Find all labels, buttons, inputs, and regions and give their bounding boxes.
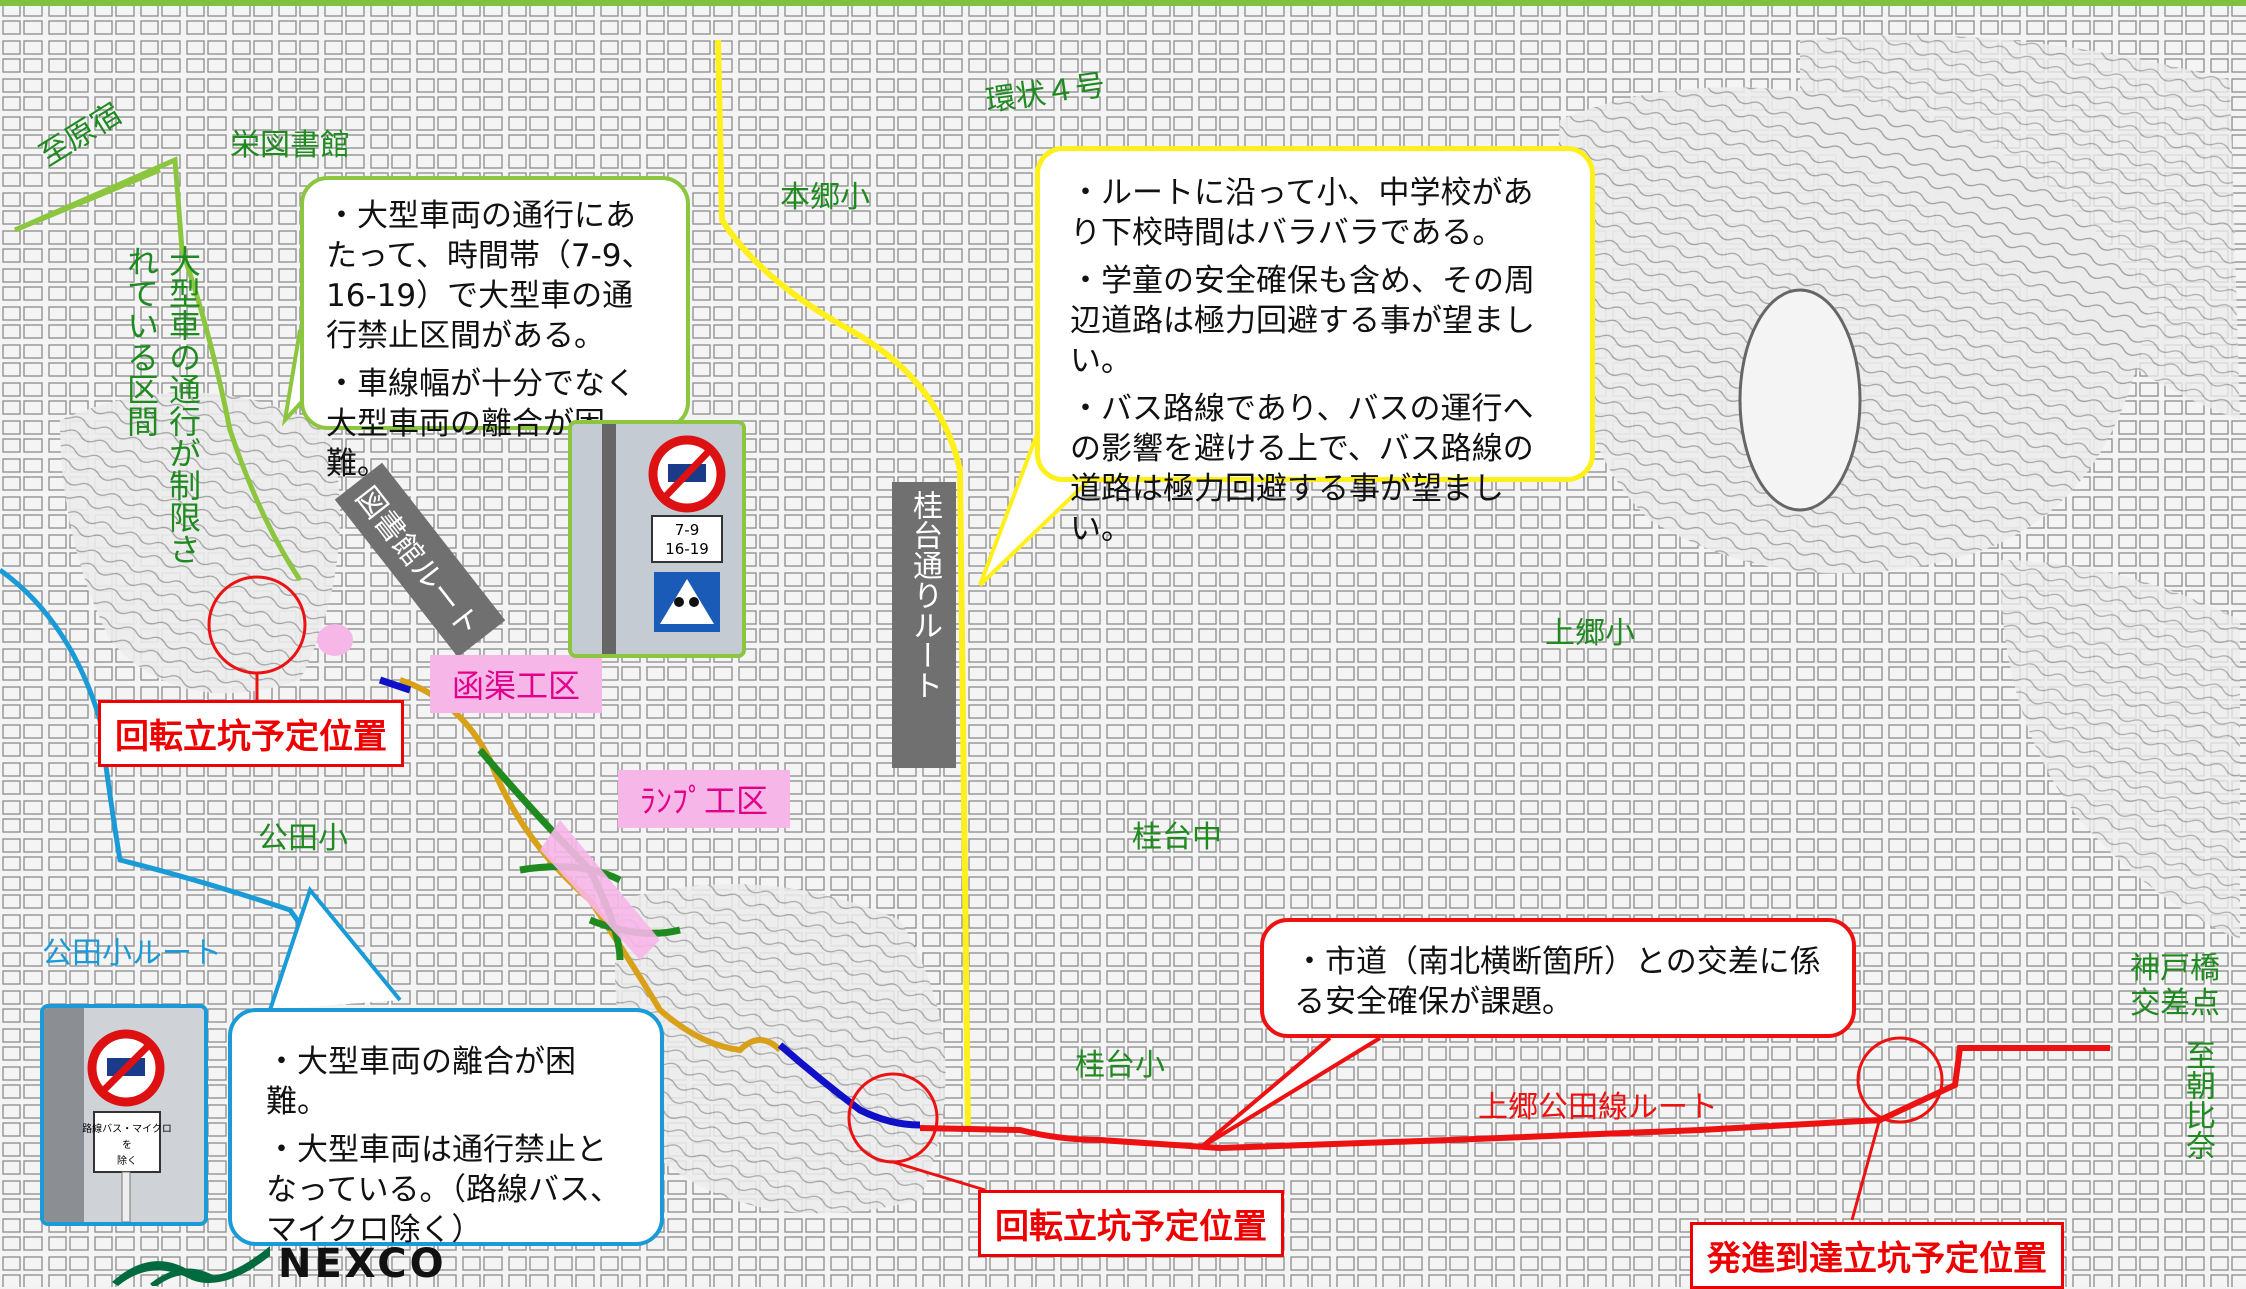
sakae-library-label: 栄図書館 [230, 128, 350, 163]
hill-area [60, 392, 340, 694]
shaft-circle-right [1856, 1036, 1944, 1124]
svg-text:除く: 除く [117, 1154, 137, 1167]
kuden-callout: ・大型車両の離合が困難。 ・大型車両は通行禁止となっている。（路線バス、マイクロ… [228, 1008, 664, 1248]
kuden-callout-text-2: ・大型車両は通行禁止となっている。（路線バス、マイクロ除く） [266, 1132, 621, 1248]
kobebashi-label-2: 交差点 [2130, 986, 2220, 1021]
katsuradai-callout-text-1: ・ルートに沿って小、中学校があり下校時間はバラバラである。 [1070, 175, 1534, 251]
svg-text:路線バス・マイクロ: 路線バス・マイクロ [82, 1122, 172, 1135]
katsuradai-callout-text-2: ・学童の安全確保も含め、その周辺道路は極力回避する事が望ましい。 [1070, 263, 1535, 379]
stadium [1738, 288, 1862, 512]
restricted-area-label: 大型車の通行が制限されている区間 [122, 245, 202, 565]
nexco-logo-mark-icon [112, 1246, 270, 1286]
blue-route-line [777, 1042, 921, 1129]
kuden-route-label: 公田小ルート [42, 936, 222, 971]
library-point [317, 624, 353, 656]
kuden-callout-pointer [268, 885, 402, 1011]
kuden-sign-photo: 路線バス・マイクロ を 除く [40, 1004, 208, 1226]
hill-area [2000, 560, 2240, 940]
kamigo-elementary-label: 上郷小 [1545, 616, 1635, 651]
library-callout: ・大型車両の通行にあたって、時間帯（7-9、16-19）で大型車の通行禁止区間が… [300, 176, 690, 482]
svg-text:7-9: 7-9 [675, 521, 700, 539]
katsuradai-route-line [715, 39, 971, 1131]
no-large-vehicle-exception-sign-icon: 路線バス・マイクロ を 除く [44, 1008, 204, 1222]
library-callout-text-1: ・大型車両の通行にあたって、時間帯（7-9、16-19）で大型車の通行禁止区間が… [326, 198, 653, 354]
no-large-vehicle-sign-icon: 7-9 16-19 [572, 424, 742, 654]
orange-route-line [399, 677, 783, 1054]
blue-route-line [378, 676, 412, 694]
katsuradai-route-label: 桂台通りルート [892, 482, 956, 768]
kamigo-kuden-route-line [919, 1045, 2110, 1152]
katsuradai-callout: ・ルートに沿って小、中学校があり下校時間はバラバラである。 ・学童の安全確保も含… [1035, 146, 1595, 547]
launch-arrival-shaft-label: 発進到達立坑予定位置 [1690, 1222, 2064, 1289]
hill-area [1800, 35, 2240, 420]
kuden-callout-text-1: ・大型車両の離合が困難。 [266, 1044, 576, 1120]
hongo-elementary-label: 本郷小 [780, 180, 870, 215]
library-route-line [13, 156, 303, 582]
library-route-line [14, 167, 161, 233]
library-sign-photo: 7-9 16-19 [568, 420, 746, 658]
center-shaft-pointer [892, 1160, 986, 1192]
ramp-section-label: ﾗﾝﾌﾟ工区 [618, 770, 791, 828]
nexco-logo-text: NEXCO [278, 1241, 447, 1287]
rotating-shaft-left-label: 回転立坑予定位置 [98, 700, 404, 767]
katsuradai-callout-text-3: ・バス路線であり、バスの運行への影響を避ける上で、バス路線の道路は極力回避する事… [1070, 391, 1534, 547]
top-border-line [0, 0, 2246, 6]
ramp-section-shape [540, 820, 660, 960]
kobebashi-label-1: 神戸橋 [2130, 951, 2220, 986]
rotating-shaft-center-label: 回転立坑予定位置 [978, 1190, 1284, 1257]
katsuradai-jhs-label: 桂台中 [1132, 820, 1222, 855]
library-callout-text-2: ・車線幅が十分でなく大型車両の離合が困難。 [326, 366, 636, 482]
kamigo-callout: ・市道（南北横断箇所）との交差に係る安全確保が課題。 [1260, 918, 1856, 1038]
nexco-logo: NEXCO [112, 1240, 447, 1286]
culvert-section-label: 函渠工区 [430, 655, 603, 713]
svg-text:を: を [122, 1139, 132, 1151]
katsuradai-elementary-label: 桂台小 [1075, 1048, 1165, 1083]
kamigo-callout-text-1: ・市道（南北横断箇所）との交差に係る安全確保が課題。 [1294, 944, 1821, 1020]
svg-text:16-19: 16-19 [665, 540, 709, 558]
kamigo-callout-pointer [1198, 1036, 1382, 1150]
to-asahina-label: 至朝比奈 [2180, 1040, 2215, 1160]
kamigo-kuden-route-label: 上郷公田線ルート [1478, 1090, 1718, 1125]
kuden-elementary-label: 公田小 [258, 821, 348, 856]
launch-shaft-pointer [1850, 1117, 1882, 1221]
